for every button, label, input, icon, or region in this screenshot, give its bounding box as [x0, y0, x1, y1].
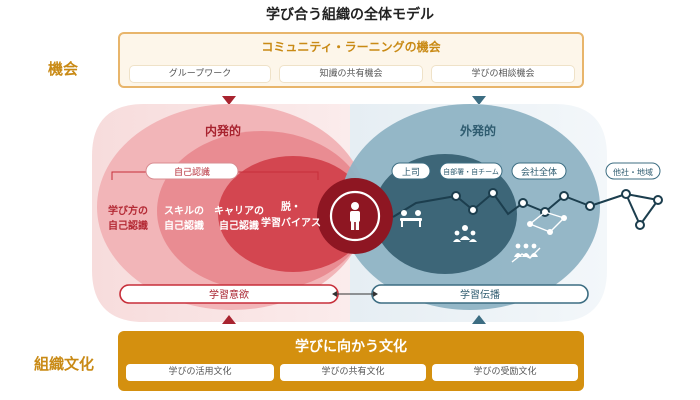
culture-panel: [118, 331, 584, 391]
company-cluster-nodes: [527, 215, 567, 235]
culture-title: 学びに向かう文化: [295, 339, 407, 355]
core-label-line1: 脱・: [281, 200, 301, 213]
external-pill: [605, 162, 661, 180]
opportunity-title: コミュニティ・ラーニングの機会: [261, 40, 441, 54]
self-awareness-pill: [145, 162, 239, 180]
transfer-label: 学習伝播: [460, 288, 500, 301]
ring-outer-inner: [373, 154, 517, 274]
down-arrow-left-icon: [222, 96, 236, 105]
ring1-label-line1: 学び方の: [108, 204, 148, 217]
company-people-icon: [511, 243, 541, 263]
company-cluster-lines: [529, 211, 565, 233]
culture-item-application: 学びの活用文化: [126, 364, 274, 381]
down-arrow-right-icon: [472, 96, 486, 105]
external-label: 他社・地域: [613, 167, 653, 177]
ring1-label-line2: 自己認識: [108, 219, 148, 232]
ring3-label-line1: キャリアの: [214, 205, 264, 217]
company-label: 会社全体: [521, 166, 557, 178]
opportunity-item-group-work: グループワーク: [130, 66, 270, 82]
inner-title: 内発的: [205, 123, 241, 138]
opportunity-side-label: 機会: [48, 60, 79, 78]
up-arrow-left-icon: [222, 315, 236, 324]
network-lines: [392, 191, 659, 226]
ring3-label-line2: 自己認識: [219, 219, 259, 232]
outer-title: 外発的: [460, 123, 496, 138]
team-label: 自部署・自チーム: [443, 167, 499, 176]
opportunity-item-knowledge-sharing: 知識の共有機会: [280, 66, 422, 82]
diagram-title: 学び合う組織の全体モデル: [266, 7, 434, 23]
up-arrow-right-icon: [472, 315, 486, 324]
culture-side-label: 組織文化: [34, 355, 95, 373]
self-awareness-label: 自己認識: [174, 166, 210, 178]
network-nodes: [451, 188, 663, 230]
core-label-line2: 学習バイアス: [261, 216, 321, 229]
opportunity-item-learning-consultation: 学びの相談機会: [432, 66, 574, 82]
boss-pill: [391, 162, 431, 180]
double-arrow-icon: [332, 291, 378, 297]
meeting-icon: [400, 210, 422, 227]
team-icon: [453, 225, 477, 242]
ring2-label-line1: スキルの: [164, 205, 204, 217]
ring2-label-line2: 自己認識: [164, 219, 204, 232]
person-ring: [329, 190, 381, 242]
culture-item-sharing: 学びの共有文化: [280, 364, 426, 381]
motivation-label: 学習意欲: [209, 288, 249, 301]
person-icon: [350, 202, 360, 230]
team-pill: [439, 162, 503, 180]
company-pill: [511, 162, 567, 180]
culture-item-encouragement: 学びの受励文化: [432, 364, 578, 381]
boss-label: 上司: [402, 167, 420, 178]
